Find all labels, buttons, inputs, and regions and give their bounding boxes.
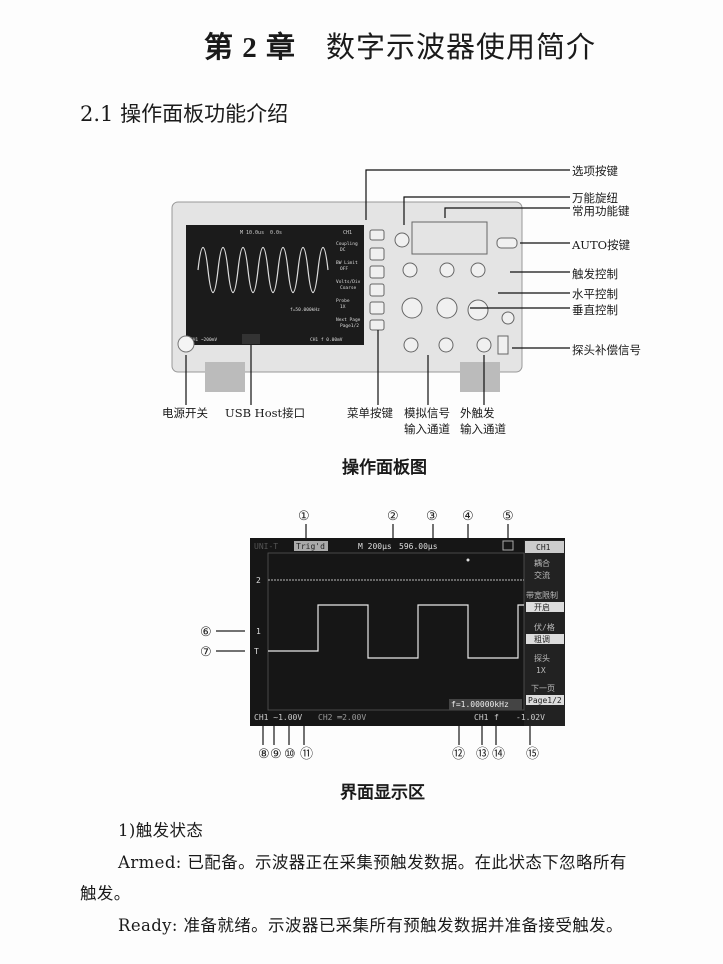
trigger-position-marker <box>466 558 470 562</box>
trigger-source: CH1 <box>474 713 489 722</box>
text-label: ① <box>298 509 310 524</box>
item-heading: 1)触发状态 <box>118 821 204 840</box>
text-label: 下一页 <box>531 684 555 693</box>
sine-trace <box>197 246 329 294</box>
text-label: Next Page <box>336 317 361 323</box>
label-horizontal-control: 水平控制 <box>572 287 618 301</box>
text-label: 2.1 <box>80 102 114 126</box>
text-label: ⑥ <box>200 625 212 640</box>
trigger-level: -1.02V <box>516 713 545 722</box>
trigger-position: 596.00μs <box>399 542 438 551</box>
text-label: ⑦ <box>200 645 212 660</box>
text-label: ④ <box>462 509 474 524</box>
text-label: DC <box>340 247 346 253</box>
text-label: ③ <box>426 509 438 524</box>
frequency-readout: f=1.00000kHz <box>451 700 509 709</box>
label-analog-input: 模拟信号输入通道 <box>404 405 450 437</box>
text-label: 模拟信号 <box>404 406 450 420</box>
text-label: Coupling <box>336 241 358 247</box>
trigger-status: Trig'd <box>296 542 325 551</box>
paragraph-ready: Ready: 准备就绪。示波器已采集所有预触发数据并准备接受触发。 <box>118 916 623 935</box>
label-vertical-control: 垂直控制 <box>572 303 618 317</box>
text-label: BW Limit <box>336 260 358 266</box>
device-foot <box>460 362 500 392</box>
label-usb-host: USB Host接口 <box>225 406 306 420</box>
text-label: 粗调 <box>534 634 550 644</box>
device-foot <box>205 362 245 392</box>
label-multipurpose-knob: 万能旋纽 <box>572 191 618 205</box>
text-label: UNI-T <box>254 542 278 551</box>
display-figure: ① ② ③ ④ ⑤ ⑥ ⑦ ⑧ ⑨ ⑩ ⑪ ⑫ ⑬ ⑭ ⑮ UNI-T Trig… <box>200 509 565 762</box>
power-button[interactable] <box>177 335 195 353</box>
text-label: ⑬ <box>476 747 489 762</box>
text-label: ⑧ <box>258 747 270 762</box>
label-auto-key: AUTO按键 <box>572 238 631 252</box>
text-label: ⑪ <box>300 747 313 762</box>
text-label: 输入通道 <box>460 422 506 436</box>
trigger-edge: f <box>494 713 499 722</box>
text-label: 操作面板功能介绍 <box>120 102 289 126</box>
text-label: Page1/2 <box>340 323 359 329</box>
text-label: 耦合 <box>534 558 550 568</box>
ch1-square-trace <box>268 604 524 659</box>
label-probe-compensation: 探头补偿信号 <box>572 343 641 357</box>
usb-port[interactable] <box>242 334 260 344</box>
text-label: Volts/Div <box>336 279 361 285</box>
text-label: 伏/格 <box>534 622 555 632</box>
usb-storage-icon <box>502 540 514 551</box>
label-menu-keys: 菜单按键 <box>347 406 393 420</box>
text-label: ⑫ <box>452 747 465 762</box>
scope-screen <box>250 538 565 726</box>
label-option-keys: 选项按键 <box>572 164 618 178</box>
ch2-status: CH2 ═2.00V <box>318 713 366 722</box>
label-ext-trigger-input: 外触发输入通道 <box>460 405 506 437</box>
text-label: 探头 <box>534 653 550 663</box>
text-label: OFF <box>340 266 348 272</box>
text-label: 1 <box>256 627 261 636</box>
text-label: ② <box>387 509 399 524</box>
label-power-switch: 电源开关 <box>162 406 208 420</box>
text-label: 2 <box>256 576 261 585</box>
timebase: M 200μs <box>358 542 392 551</box>
text-label: 数字示波器使用简介 <box>326 30 597 64</box>
label-trigger-control: 触发控制 <box>572 267 618 281</box>
paragraph-armed: Armed: 已配备。示波器正在采集预触发数据。在此状态下忽略所有 <box>118 853 627 872</box>
text-label: 1X <box>340 304 346 310</box>
text-label: 开启 <box>534 602 550 612</box>
label-common-function-keys: 常用功能键 <box>572 204 630 218</box>
text-label: 0.0s <box>270 230 282 236</box>
text-label: M 10.0us <box>240 230 264 236</box>
text-label: 1X <box>536 666 546 675</box>
text-label: CH1 ~200mV <box>190 337 217 343</box>
text-label: ⑩ <box>284 747 296 762</box>
text-label: T <box>254 647 259 656</box>
text-label: CH1 <box>536 543 551 552</box>
ch1-status: CH1 ~1.00V <box>254 713 302 722</box>
text-label: 第 2 章 <box>203 32 296 64</box>
text-label: Page1/2 <box>528 696 562 705</box>
text-label: f=50.000kHz <box>290 307 320 313</box>
paragraph-armed-cont: 触发。 <box>80 884 131 903</box>
text-label: ⑭ <box>492 747 505 762</box>
text-label: Probe <box>336 298 350 304</box>
text-label: 输入通道 <box>404 422 450 436</box>
text-label: 带宽限制 <box>526 590 558 600</box>
section-heading: 2.1 操作面板功能介绍 <box>80 98 288 128</box>
text-label: 外触发 <box>460 406 495 420</box>
text-label: CH1 f 0.00mV <box>310 337 343 343</box>
text-label: ⑮ <box>526 747 539 762</box>
text-label: Coarse <box>340 285 357 291</box>
figure-caption-display: 界面显示区 <box>340 783 425 803</box>
figure-caption-panel: 操作面板图 <box>342 458 427 478</box>
text-label: 交流 <box>534 570 550 580</box>
text-label: ⑤ <box>502 509 514 524</box>
text-label: CH1 <box>343 230 352 236</box>
text-label: ⑨ <box>270 747 282 762</box>
chapter-title: 第 2 章 数字示波器使用简介 <box>0 24 723 66</box>
